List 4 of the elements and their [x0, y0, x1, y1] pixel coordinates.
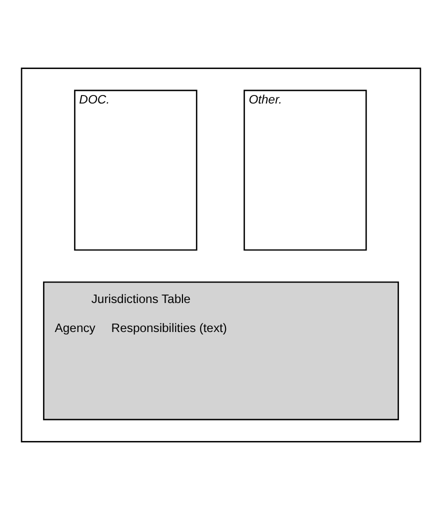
- node-box: Other.: [244, 90, 367, 251]
- node-box: DOC.: [74, 90, 198, 251]
- node-box: Jurisdictions Table Agency Responsibilities (text): [43, 281, 399, 420]
- cluster: [20, 68, 422, 442]
